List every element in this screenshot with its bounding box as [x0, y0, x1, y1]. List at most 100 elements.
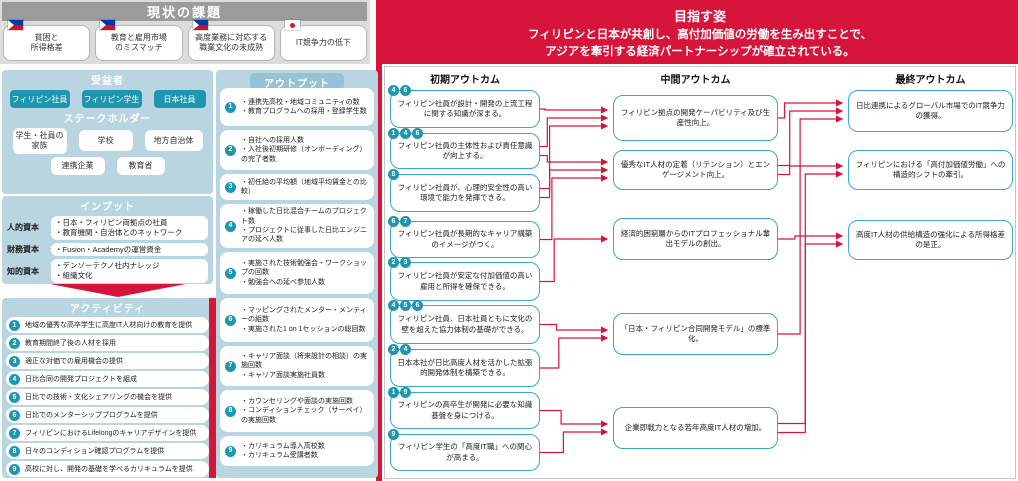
output-metric-line: ・初任給の平均額（地域平均賃金との比較） — [241, 178, 367, 195]
activity-ref-badge: 2 — [388, 257, 399, 268]
stakeholder-chip: 学生・社員の家族 — [12, 128, 67, 154]
activity-item: 2 教育期間終了後の人材を採用 — [6, 335, 209, 351]
final-outcomes-title: 最終アウトカム — [895, 75, 966, 86]
intermediate-outcome-text: 企業即戦力となる若年高度IT人材の増加。 — [624, 422, 767, 432]
final-outcome-text: フィリピンにおける「高付加価値労働」への構造的シフトの牽引。 — [855, 159, 1006, 180]
activity-ref-badge: 4 — [400, 128, 411, 139]
intermediate-outcome-box: 企業即戦力となる若年高度IT人材の増加。 — [613, 407, 778, 449]
intermediate-outcome-box: 「日本・フィリピン合同開発モデル」の標準化。 — [613, 313, 778, 355]
activity-number-badge: 8 — [9, 445, 20, 457]
initial-outcome-box: 9 フィリピン学生の「高度IT職」への関心が高まる。 — [388, 429, 540, 471]
problem-card: 高度業務に対応する職業文化の未成熟 — [187, 20, 275, 61]
problem-label-line: IT競争力の低下 — [295, 38, 351, 47]
problem-card: 貧困と所得格差 — [3, 20, 91, 61]
output-item: 3・初任給の平均額（地域平均賃金との比較） — [220, 174, 374, 200]
red-vertical-divider — [376, 0, 382, 481]
initial-outcome-text: フィリピン学生の「高度IT職」への関心が高まる。 — [397, 442, 532, 462]
activity-number-badge: 7 — [9, 427, 20, 439]
inputs-rows: 人的資本・日本・フィリピン両拠点の社員・教育機関・自治体とのネットワーク財務資本… — [2, 216, 213, 283]
activity-ref-badge: 6 — [400, 85, 411, 96]
activity-ref-badge: 4 — [388, 300, 399, 311]
vision-title: 目指す姿 — [673, 8, 726, 24]
beneficiary-chip: フィリピン学生 — [81, 90, 142, 108]
input-row: 財務資本 ・Fusion・Academyの運営資金 — [7, 242, 208, 257]
activity-ref-badge: 1 — [388, 387, 399, 398]
activity-ref-badge: 8 — [388, 169, 399, 180]
output-item: 1・連携先高校・地域コミュニティの数・教育プログラムへの採用・登録学生数 — [220, 88, 374, 126]
output-number-badge: 9 — [225, 445, 236, 457]
problem-card: 教育と雇用市場のミスマッチ — [95, 20, 183, 61]
vision-line-1: フィリピンと日本が共創し、高付加価値の労働を生み出すことで、 — [528, 28, 872, 41]
current-problems-panel: 現状の課題 貧困と所得格差教育と雇用市場のミスマッチ高度業務に対応する職業文化の… — [0, 0, 370, 64]
activity-ref-badge: 9 — [400, 387, 411, 398]
output-metric-line: ・プロジェクトに従事した日比エンジニアの延べ人数 — [241, 227, 367, 244]
activities-title: アクティビティ — [69, 304, 146, 315]
stakeholder-chip: 地方自治体 — [144, 130, 203, 151]
output-metric-line: ・マッピングされたメンター・メンティーの組数 — [241, 306, 367, 324]
activity-ref-badge: 6 — [412, 300, 423, 311]
activity-label: 地域の優秀な高卒学生に高度IT人材向けの教育を提供 — [25, 322, 193, 329]
beneficiaries-row: フィリピン社員フィリピン学生日本社員 — [2, 90, 213, 108]
current-problems-row: 貧困と所得格差教育と雇用市場のミスマッチ高度業務に対応する職業文化の未成熟 IT競… — [3, 20, 367, 61]
intermediate-outcome-box: フィリピン拠点の開発ケーパビリティ及び生産性向上。 — [613, 95, 778, 141]
activity-ref-badges: 8 — [388, 169, 399, 180]
output-metric-line: ・キャリア面談（将来設計の相談）の実施回数 — [241, 352, 367, 370]
input-detail-line: ・日本・フィリピン両拠点の社員 — [55, 218, 168, 227]
output-metric-line: ・勉強会への延べ参加人数 — [241, 278, 325, 286]
output-metric-line: ・カリキュラム受講者数 — [241, 452, 318, 459]
intermediate-outcome-text: フィリピン拠点の開発ケーパビリティ及び生産性向上。 — [620, 107, 771, 128]
final-outcome-text: 日比連携によるグローバル市場でのIT競争力の獲得。 — [856, 100, 1005, 121]
activity-number-badge: 4 — [9, 373, 20, 385]
stakeholders-row-2: 連携企業教育省 — [2, 157, 213, 175]
output-metric-line: ・キャリア面談実施社員数 — [241, 371, 325, 379]
intermediate-outcome-text: 「日本・フィリピン合同開発モデル」の標準化。 — [620, 323, 771, 344]
output-metric-line: ・カウンセリングや面談の実施回数 — [241, 397, 353, 405]
intermediate-outcome-text: 経済的困窮層からのITプロフェッショナル輩出モデルの創出。 — [620, 228, 771, 249]
output-item: 7・キャリア面談（将来設計の相談）の実施回数・キャリア面談実施社員数 — [220, 346, 374, 386]
activity-ref-badge: 6 — [388, 216, 399, 227]
beneficiary-chip: 日本社員 — [153, 90, 206, 108]
philippines-flag-icon — [8, 20, 23, 30]
philippines-flag-icon — [100, 20, 116, 30]
final-outcome-box: 高度IT人材の供給構造の強化による所得格差の是正。 — [848, 220, 1013, 260]
outputs-title: アウトプット — [250, 73, 344, 90]
beneficiary-chip: フィリピン社員 — [9, 90, 70, 108]
stakeholder-chip: 教育省 — [116, 157, 165, 175]
vision-header: 目指す姿 フィリピンと日本が共創し、高付加価値の労働を生み出すことで、 アジアを… — [382, 0, 1018, 64]
activity-number-badge: 2 — [9, 337, 20, 349]
input-row: 知的資本・デンソーテクノ社内ナレッジ・組織文化 — [7, 259, 208, 283]
activity-number-badge: 9 — [9, 463, 20, 475]
initial-outcome-text: 日本本社が日比高度人材を活かした拡張的開発体制を構築できる。 — [397, 357, 533, 378]
output-metric-line: ・教育プログラムへの採用・登録学生数 — [241, 108, 367, 115]
input-detail-box: ・Fusion・Academyの運営資金 — [51, 242, 208, 257]
output-item: 5・実施された技術勉強会・ワークショップの回数・勉強会への延べ参加人数 — [220, 252, 374, 294]
activity-number-badge: 6 — [9, 409, 20, 421]
activity-label: 日々のコンディション確認プログラムを提供 — [25, 448, 165, 455]
activity-label: 教育期間終了後の人材を採用 — [25, 340, 116, 347]
problem-label-line: 職業文化の未成熟 — [199, 43, 264, 52]
input-capital-label: 財務資本 — [7, 244, 39, 254]
initial-outcome-text: フィリピン社員の主体性および責任意識が向上する。 — [397, 140, 533, 161]
problem-label-line: 所得格差 — [30, 43, 63, 52]
initial-outcome-text: フィリピン社員が安定な付加価値の高い雇用と所得を確保できる。 — [397, 271, 533, 291]
stakeholders-title: ステークホルダー — [63, 114, 152, 125]
output-metric-line: ・稼働した日比混合チームのプロジェクト数 — [241, 208, 367, 225]
activity-ref-badges: 9 — [388, 429, 399, 440]
problem-card: IT競争力の低下 — [279, 20, 367, 61]
output-metric-line: ・入社後初期研修（オンボーディング）の完了者数 — [241, 146, 367, 163]
final-outcome-box: フィリピンにおける「高付加価値労働」への構造的シフトの牽引。 — [848, 150, 1013, 190]
intermediate-outcome-box: 経済的困窮層からのITプロフェッショナル輩出モデルの創出。 — [613, 218, 778, 260]
